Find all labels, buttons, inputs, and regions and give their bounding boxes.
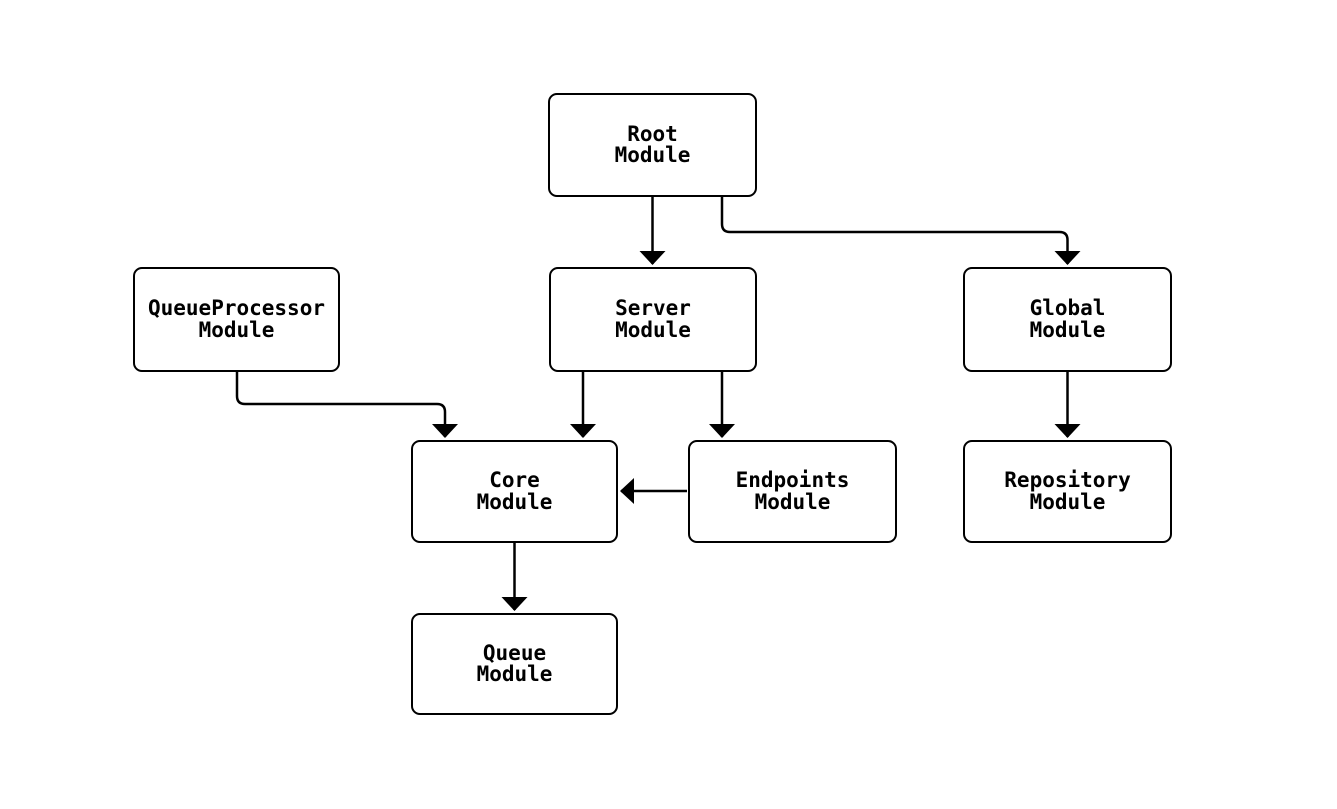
node-queueprocessor-module: QueueProcessor Module — [133, 267, 340, 372]
node-queueprocessor-label-line1: QueueProcessor — [147, 296, 325, 320]
node-queue-label-line1: Queue — [482, 640, 547, 665]
node-core-label-line2: Module — [476, 489, 553, 514]
edge-root-to-global — [720, 197, 1081, 265]
node-root-module: Root Module — [548, 93, 757, 197]
node-queue-module: Queue Module — [411, 613, 618, 715]
node-endpoints-label-line1: Endpoints — [735, 468, 850, 492]
node-repository-label-line1: Repository — [1004, 468, 1131, 492]
node-root-label-line2: Module — [614, 143, 691, 167]
node-server-label-line2: Module — [615, 317, 691, 342]
node-repository-label-line2: Module — [1029, 489, 1106, 514]
node-global-label-line2: Module — [1029, 317, 1106, 342]
node-server-label-line1: Server — [615, 296, 691, 320]
node-global-label-line1: Global — [1029, 296, 1106, 320]
node-endpoints-label-line2: Module — [754, 489, 831, 514]
node-core-module: Core Module — [411, 440, 618, 543]
node-server-module: Server Module — [549, 267, 757, 372]
edge-queueprocessor-to-core — [235, 372, 458, 438]
node-root-label-line1: Root — [627, 121, 678, 146]
node-repository-module: Repository Module — [963, 440, 1172, 543]
node-queueprocessor-label-line2: Module — [198, 317, 275, 342]
node-global-module: Global Module — [963, 267, 1172, 372]
node-queue-label-line2: Module — [476, 662, 553, 686]
node-core-label-line1: Core — [489, 468, 540, 492]
node-endpoints-module: Endpoints Module — [688, 440, 897, 543]
